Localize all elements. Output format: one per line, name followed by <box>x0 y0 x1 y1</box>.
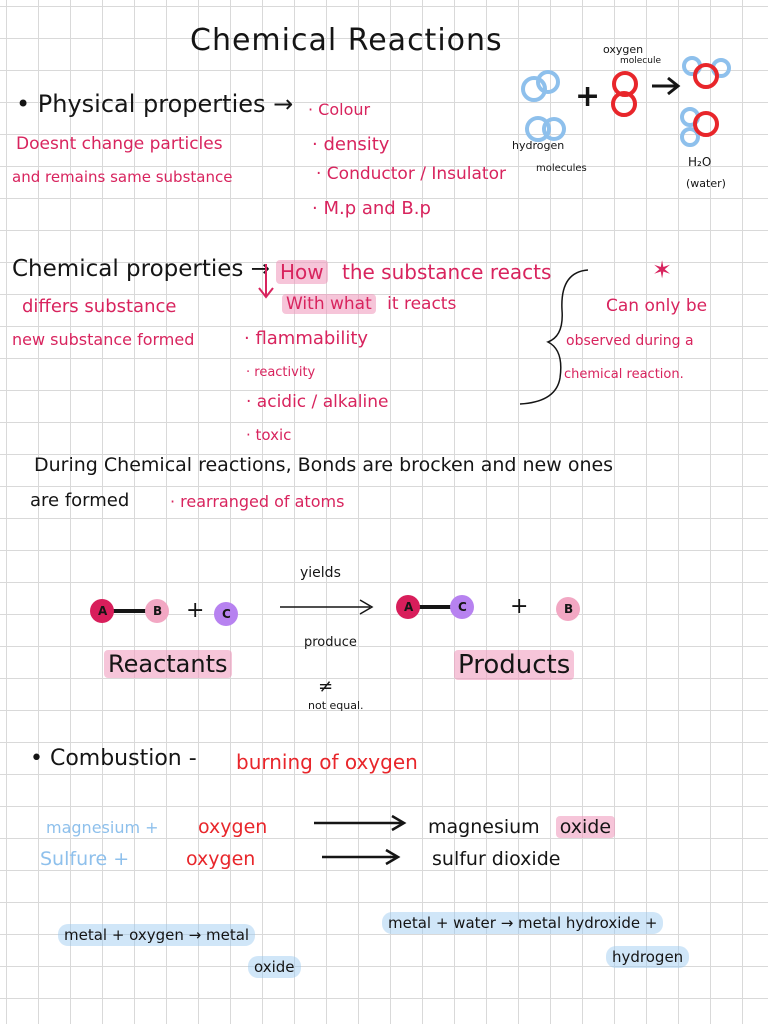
oxygen-atom-icon <box>693 111 719 137</box>
atom-c-icon <box>450 595 474 619</box>
atom-a-label: A <box>98 604 108 618</box>
general-1a: metal + oxygen → metal <box>58 924 256 946</box>
list-item: · flammability <box>244 328 369 349</box>
molecule-label: molecule <box>620 56 662 66</box>
eq2-right: sulfur dioxide <box>432 848 561 870</box>
observed-2: observed during a <box>566 333 694 349</box>
hydrogen-label: hydrogen <box>512 139 565 152</box>
eq2-left: Sulfure + <box>40 848 130 870</box>
physical-desc-1: Doesnt change particles <box>16 134 223 154</box>
general-2b: hydrogen <box>606 946 690 968</box>
list-item: · density <box>312 134 390 155</box>
eq1-left: magnesium + <box>46 818 159 837</box>
plus-sign: + <box>510 594 529 619</box>
yields-label: yields <box>300 565 341 581</box>
chemical-desc-1: differs substance <box>22 296 177 317</box>
atom-a-icon <box>396 595 420 619</box>
list-item: · toxic <box>246 426 292 444</box>
hydrogen-atom-icon <box>542 117 566 141</box>
atom-c-label: C <box>458 600 467 614</box>
water-label: (water) <box>686 177 726 190</box>
how-rest: the substance reacts <box>342 260 552 284</box>
not-equal-symbol: ≠ <box>318 676 334 697</box>
eq2-oxygen: oxygen <box>186 848 256 870</box>
hydrogen-atom-icon <box>680 127 700 147</box>
list-item: · Conductor / Insulator <box>316 164 506 184</box>
atom-c-label: C <box>222 607 231 621</box>
atom-a-icon <box>90 599 114 623</box>
atom-c-icon <box>214 602 238 626</box>
during-line-2a: are formed <box>30 490 130 511</box>
hydrogen-atom-icon <box>525 116 551 142</box>
oxygen-atom-icon <box>693 63 719 89</box>
observed-3: chemical reaction. <box>564 367 684 382</box>
chemical-desc-2: new substance formed <box>12 330 195 349</box>
list-item: · Colour <box>308 100 371 119</box>
during-line-1: During Chemical reactions, Bonds are bro… <box>34 454 614 476</box>
products-label: Products <box>454 650 575 680</box>
eq1-oxygen: oxygen <box>198 816 268 838</box>
star-icon: ✶ <box>652 256 673 284</box>
oxygen-atom-icon <box>611 91 637 117</box>
plus-sign: + <box>186 598 205 623</box>
general-2a: metal + water → metal hydroxide + <box>382 912 664 934</box>
atom-a-label: A <box>404 600 414 614</box>
atom-b-icon <box>145 599 169 623</box>
list-item: · reactivity <box>246 365 316 380</box>
chemical-heading: Chemical properties → <box>12 256 270 282</box>
list-item: · M.p and B.p <box>312 198 431 219</box>
oxide-highlight: oxide <box>555 816 616 838</box>
atom-b-label: B <box>564 602 574 616</box>
with-what-highlight: With what <box>282 294 376 314</box>
observed-1: Can only be <box>606 296 708 316</box>
oxygen-label: oxygen <box>603 43 644 56</box>
how-highlight: How <box>276 260 328 284</box>
how-text: How the substance reacts <box>276 260 552 284</box>
hydrogen-atom-icon <box>521 76 547 102</box>
during-line-2b: · rearranged of atoms <box>170 492 345 511</box>
general-1b: oxide <box>248 956 301 978</box>
plus-sign: + <box>575 79 601 114</box>
with-what-text: With what it reacts <box>282 294 457 314</box>
molecules-label: molecules <box>536 163 587 174</box>
combustion-definition: burning of oxygen <box>236 750 418 774</box>
physical-heading: • Physical properties → <box>16 90 294 118</box>
water-formula: H₂O <box>688 155 712 169</box>
hydrogen-atom-icon <box>536 70 560 94</box>
list-item: · acidic / alkaline <box>246 392 389 412</box>
with-what-rest: it reacts <box>387 294 457 314</box>
not-equal-text: not equal. <box>308 699 364 712</box>
reactants-label: Reactants <box>104 650 232 678</box>
physical-desc-2: and remains same substance <box>12 168 233 186</box>
atom-b-label: B <box>153 604 163 618</box>
atom-b-icon <box>556 597 580 621</box>
page-title: Chemical Reactions <box>190 23 503 58</box>
produce-label: produce <box>304 635 357 650</box>
combustion-heading: • Combustion - <box>30 746 197 771</box>
eq1-right: magnesium oxide <box>428 816 616 838</box>
